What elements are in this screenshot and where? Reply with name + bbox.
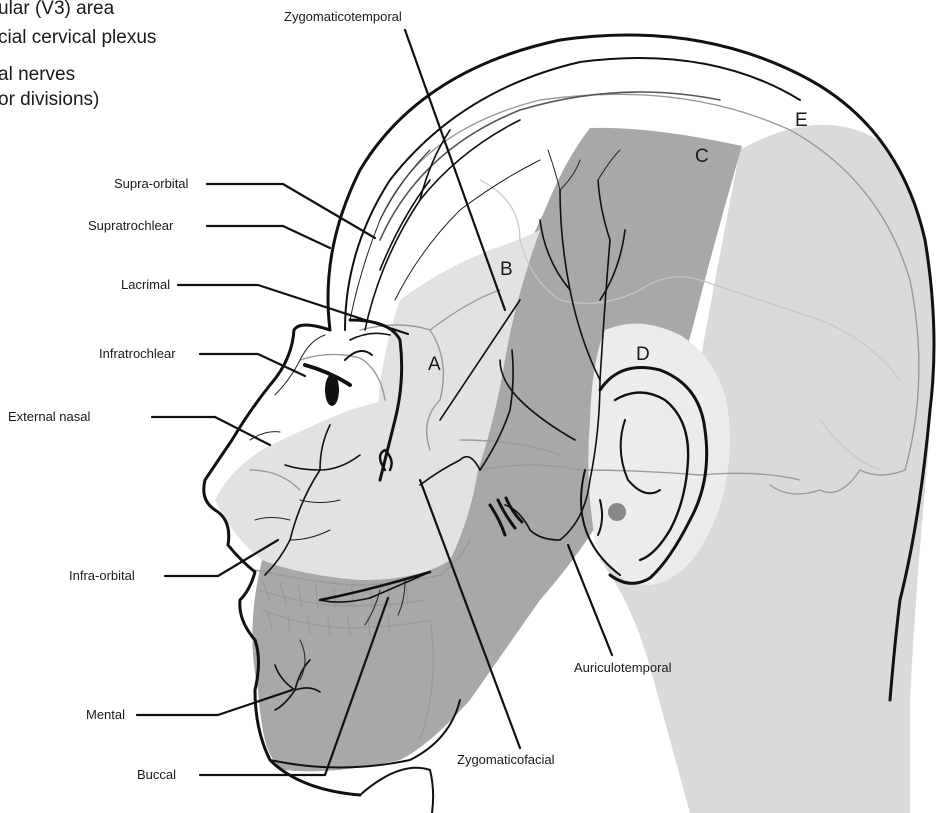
- legend-line-4: or divisions): [0, 89, 99, 110]
- legend-line-2: cial cervical plexus: [0, 27, 156, 48]
- label-zygomaticotemporal: Zygomaticotemporal: [284, 9, 402, 24]
- leader-supratrochlear: [207, 226, 330, 248]
- label-supra-orbital: Supra-orbital: [114, 176, 189, 191]
- label-mental: Mental: [86, 707, 125, 722]
- region-label-e: E: [795, 110, 808, 131]
- label-infra-orbital: Infra-orbital: [69, 568, 135, 583]
- label-buccal: Buccal: [137, 767, 176, 782]
- label-zygomaticofacial: Zygomaticofacial: [457, 752, 555, 767]
- leader-infratrochlear: [200, 354, 305, 376]
- region-label-b: B: [500, 259, 513, 280]
- leader-external-nasal: [152, 417, 270, 445]
- label-infratrochlear: Infratrochlear: [99, 346, 176, 361]
- label-external-nasal: External nasal: [8, 409, 90, 424]
- region-label-c: C: [695, 146, 709, 167]
- region-label-a: A: [428, 354, 441, 375]
- label-lacrimal: Lacrimal: [121, 277, 170, 292]
- legend-line-3: al nerves: [0, 64, 75, 85]
- legend-line-1: ular (V3) area: [0, 0, 115, 19]
- region-cheek-area: [215, 385, 478, 580]
- legend: ular (V3) area cial cervical plexus al n…: [0, 0, 156, 110]
- region-label-d: D: [636, 344, 650, 365]
- label-supratrochlear: Supratrochlear: [88, 218, 174, 233]
- label-auriculotemporal: Auriculotemporal: [574, 660, 672, 675]
